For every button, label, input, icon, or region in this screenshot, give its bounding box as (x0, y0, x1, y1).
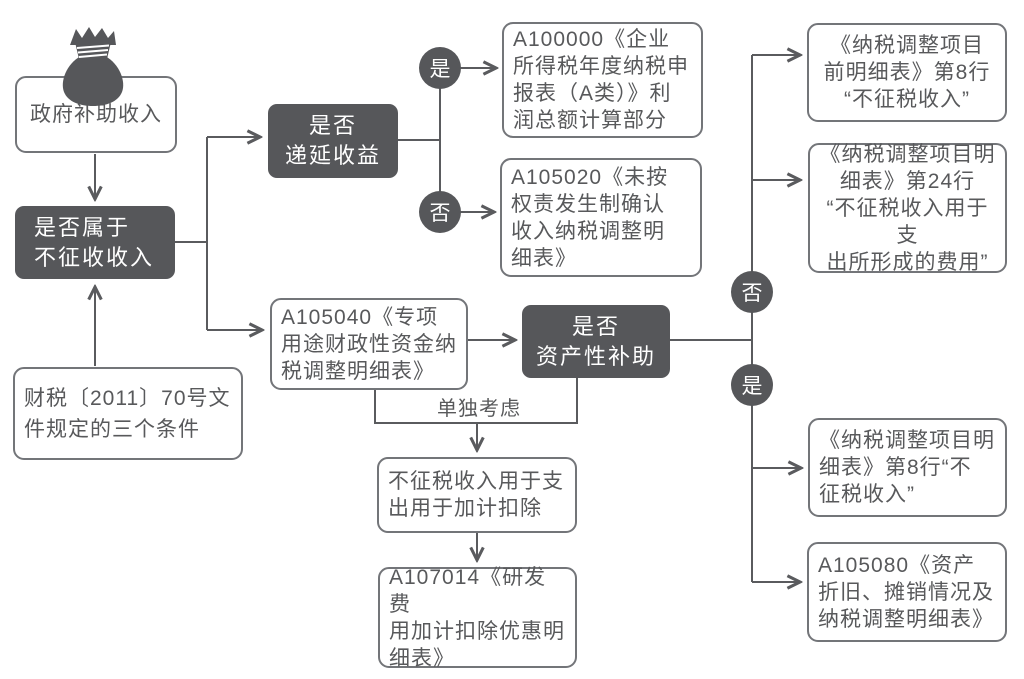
money-bag-icon (58, 26, 128, 111)
branch-deferred-no-badge: 否 (419, 191, 461, 233)
branch-asset-no-badge: 否 (731, 271, 773, 313)
node-question-non-taxable-income: 是否属于 不征收收入 (15, 206, 175, 279)
branch-asset-yes-badge: 是 (731, 364, 773, 406)
node-form-a105080: A105080《资产 折旧、摊销情况及 纳税调整明细表》 (807, 542, 1007, 642)
node-adjust-schedule-row24: 《纳税调整项目明 细表》第24行 “不征税收入用于支 出所形成的费用” (808, 143, 1007, 274)
node-adjust-front-schedule-row8: 《纳税调整项目 前明细表》第8行 “不征税收入” (807, 23, 1007, 122)
node-caishui-2011-70-conditions: 财税〔2011〕70号文 件规定的三个条件 (13, 367, 243, 460)
node-question-deferred-income: 是否 递延收益 (268, 104, 398, 178)
edge-label-separate-consideration: 单独考虑 (437, 398, 521, 420)
node-adjust-schedule-row8: 《纳税调整项目明 细表》第8行“不 征税收入” (808, 418, 1007, 517)
node-form-a100000: A100000《企业 所得税年度纳税申 报表（A类）》利 润总额计算部分 (502, 22, 703, 138)
node-question-asset-subsidy: 是否 资产性补助 (522, 305, 670, 378)
branch-deferred-yes-badge: 是 (419, 47, 461, 89)
node-form-a105040: A105040《专项 用途财政性资金纳 税调整明细表》 (270, 298, 468, 390)
node-form-a107014: A107014《研发费 用加计扣除优惠明 细表》 (378, 566, 577, 670)
node-non-taxable-income-extra-deduction: 不征税收入用于支 出用于加计扣除 (377, 457, 577, 533)
node-form-a105020: A105020《未按 权责发生制确认 收入纳税调整明 细表》 (500, 158, 702, 277)
